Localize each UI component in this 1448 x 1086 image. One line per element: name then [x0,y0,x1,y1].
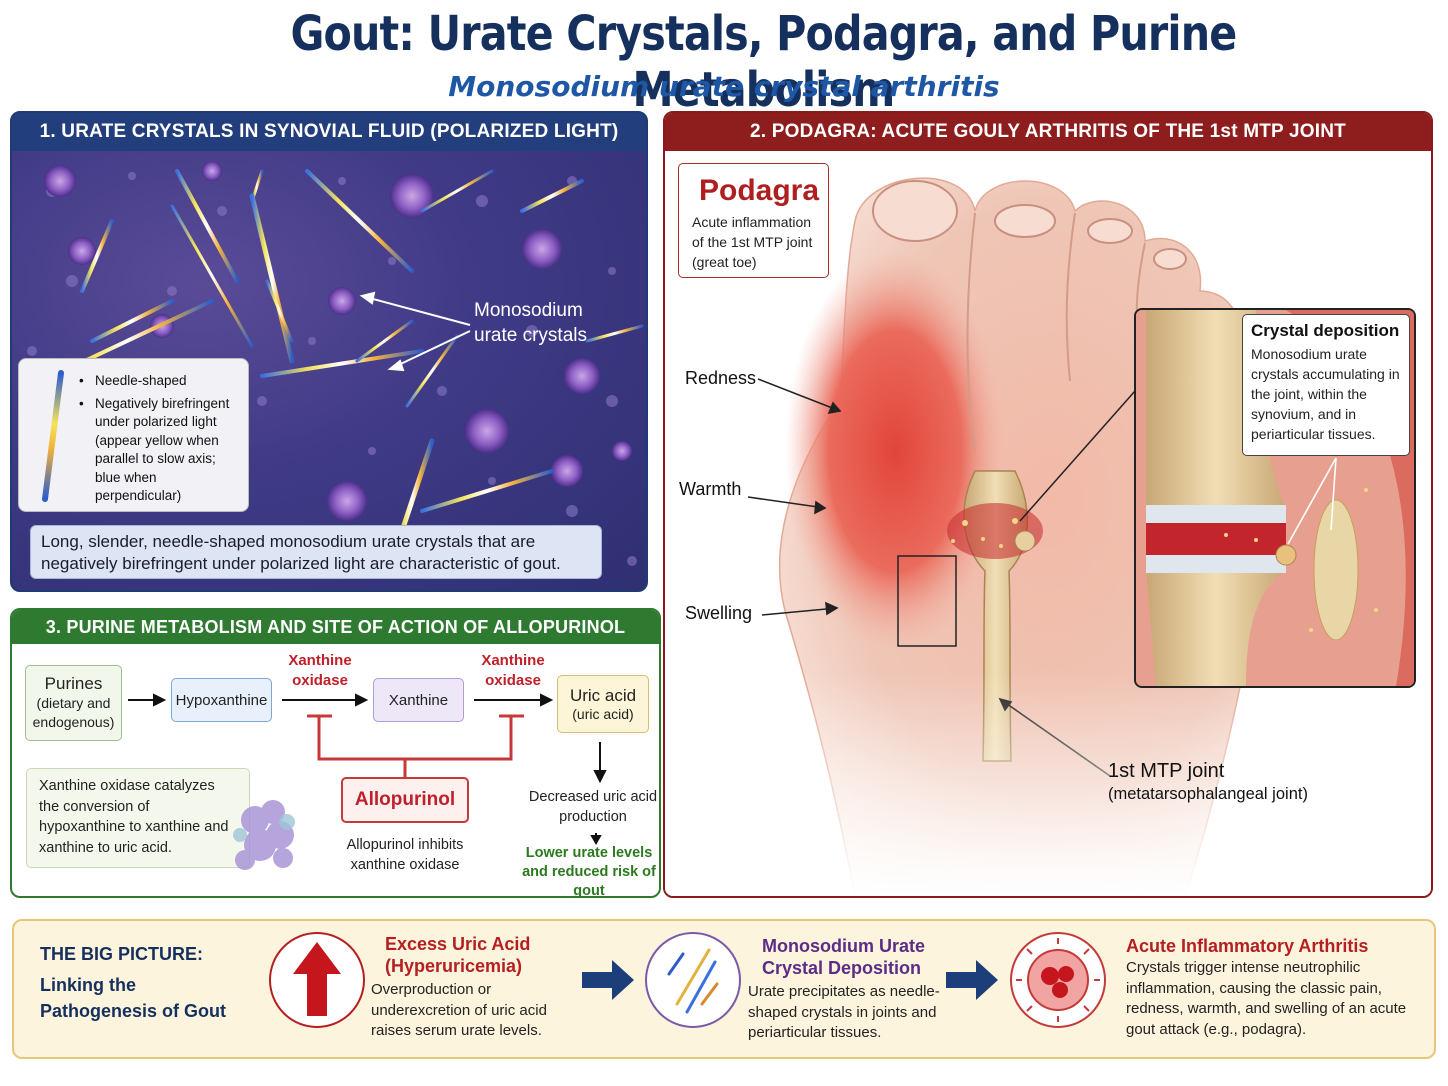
crystal-inset: Needle-shaped Negatively birefringent un… [18,358,249,512]
allopurinol-box: Allopurinol [341,777,469,823]
panel-podagra: 2. PODAGRA: ACUTE GOULY ARTHRITIS OF THE… [663,111,1433,898]
purines-sub: (dietary and endogenous) [32,695,115,730]
step3-title: Acute Inflammatory Arthritis [1126,936,1369,956]
crystal-deposition-note: Crystal deposition Monosodium urate crys… [1242,314,1410,456]
outcome-text: Lower urate levels and reduced risk of g… [522,845,656,899]
sign-redness: Redness [685,368,757,388]
pathway-arrows [128,693,607,846]
panel3-heading: 3. PURINE METABOLISM AND SITE OF ACTION … [12,610,659,644]
panel-urate-crystals: 1. URATE CRYSTALS IN SYNOVIAL FLUID (POL… [10,111,648,592]
mtp-title: 1st MTP joint [1108,760,1225,782]
enzyme-label-1: Xanthine oxidase [288,652,352,689]
podagra-text: Acute inflammation of the 1st MTP joint … [692,214,813,270]
list-item: Negatively birefringent under polarized … [79,395,245,506]
enzyme-label-2: Xanthine oxidase [481,652,545,689]
step2-title: Monosodium Urate Crystal Deposition [762,936,926,978]
step1-text: Overproduction or underexcretion of uric… [371,981,547,1039]
uric-sub: (uric acid) [572,706,634,722]
podagra-title: Podagra [699,174,820,207]
node-hypoxanthine: Hypoxanthine [171,678,272,722]
crystal-label: Monosodium urate crystals [474,298,587,348]
single-crystal-icon [42,370,64,502]
big-picture-sub: Linking the Pathogenesis of Gout [40,975,227,1021]
decreased-production-text: Decreased uric acid production [528,789,658,825]
sign-warmth: Warmth [679,479,742,499]
big-picture-heading: THE BIG PICTURE: Linking the Pathogenesi… [40,940,240,1024]
big-picture-label: THE BIG PICTURE: [40,944,204,964]
purines-title: Purines [44,674,103,693]
panel1-caption: Long, slender, needle-shaped monosodium … [30,525,602,579]
neutrophil-icon [1010,932,1106,1028]
mtp-text: (metatarsophalangeal joint) [1108,785,1308,803]
crystal-properties-list: Needle-shaped Negatively birefringent un… [79,372,245,506]
list-item: Needle-shaped [79,372,245,391]
crystal-label-line1: Monosodium [474,300,583,321]
crystal-deposition-title: Crystal deposition [1251,321,1400,340]
node-xanthine: Xanthine [373,678,464,722]
node-uric-acid: Uric acid (uric acid) [557,675,649,733]
allopurinol-text: Allopurinol inhibits xanthine oxidase [346,837,464,873]
micrograph-illustration [27,161,644,575]
podagra-definition-box: Podagra Acute inflammation of the 1st MT… [678,163,829,278]
panel1-heading: 1. URATE CRYSTALS IN SYNOVIAL FLUID (POL… [12,113,646,151]
crystal-needles-icon [645,932,741,1028]
up-arrow-icon [269,932,365,1028]
node-purines: Purines (dietary and endogenous) [25,665,122,741]
xanthine-oxidase-note: Xanthine oxidase catalyzes the conversio… [26,768,250,868]
step2-text: Urate precipitates as needle-shaped crys… [748,983,940,1041]
crystal-label-line2: urate crystals [474,325,587,346]
page-title: Gout: Urate Crystals, Podagra, and Purin… [290,6,1238,118]
step3-text: Crystals trigger intense neutrophilic in… [1126,959,1407,1038]
crystal-deposition-text: Monosodium urate crystals accumulating i… [1251,346,1400,442]
sign-swelling: Swelling [685,603,753,623]
right-arrow-icon [582,960,634,1000]
enzyme-molecule-icon [233,800,295,870]
page-subtitle: Monosodium urate crystal arthritis [448,70,1000,103]
step1-title: Excess Uric Acid (Hyperuricemia) [385,934,531,976]
uric-title: Uric acid [569,686,637,705]
panel2-heading: 2. PODAGRA: ACUTE GOULY ARTHRITIS OF THE… [665,113,1431,151]
right-arrow-icon [946,960,998,1000]
mtp-joint-label: 1st MTP joint (metatarsophalangeal joint… [1108,760,1308,805]
